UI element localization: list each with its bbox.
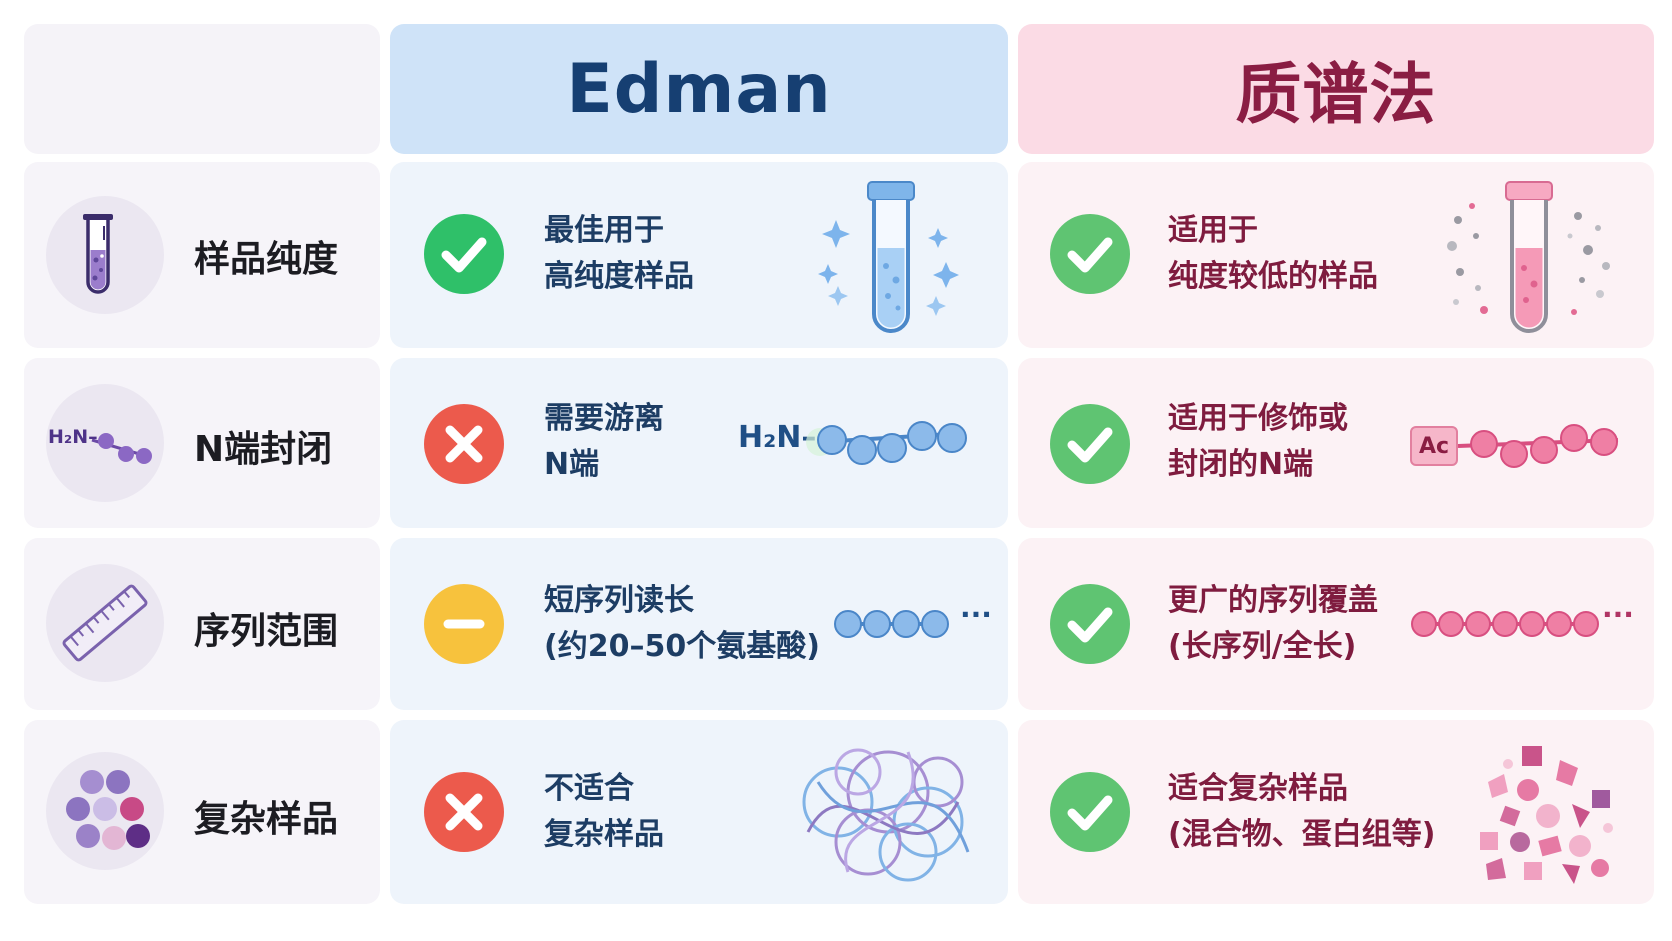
edman-title: Edman — [566, 49, 832, 129]
continuation-dots: ··· — [960, 598, 992, 631]
test-tube-icon — [46, 196, 164, 314]
tangled-mixture-illustration — [802, 748, 970, 882]
category-label-n-terminus: N端封闭 — [194, 429, 333, 470]
edman-desc-sequence-range: 短序列读长 (约20–50个氨基酸) — [544, 583, 820, 664]
free-n-terminus-label: H₂N– — [738, 420, 817, 455]
peptide-chain-icon: H₂N– — [46, 384, 164, 502]
mixed-fragments-illustration — [1480, 746, 1613, 884]
edman-cell-purity: 最佳用于 高纯度样品 — [390, 162, 1008, 348]
check-icon — [1050, 214, 1130, 294]
ms-desc-n-terminus: 适用于修饰或 封闭的N端 — [1168, 401, 1348, 482]
long-chain-illustration — [1411, 611, 1599, 637]
category-cell-n-terminus: H₂N– N端封闭 — [24, 358, 380, 528]
edman-cell-sequence-range: 短序列读长 (约20–50个氨基酸) ··· — [390, 538, 1008, 710]
ruler-icon — [46, 564, 164, 682]
mass-spec-header: 质谱法 — [1018, 24, 1654, 154]
ms-cell-complex-samples: 适合复杂样品 (混合物、蛋白组等) — [1018, 720, 1654, 904]
ms-cell-sequence-range: 更广的序列覆盖 (长序列/全长) ··· — [1018, 538, 1654, 710]
continuation-dots: ··· — [1602, 598, 1634, 631]
cross-icon — [424, 772, 504, 852]
category-label-complex-samples: 复杂样品 — [194, 799, 339, 840]
blocked-peptide-chain-illustration — [1458, 424, 1619, 468]
edman-cell-complex-samples: 不适合 复杂样品 — [390, 720, 1008, 904]
mixture-dots-icon — [46, 752, 164, 870]
mass-spec-title: 质谱法 — [1235, 55, 1437, 133]
category-label-sequence-range: 序列范围 — [194, 611, 339, 652]
edman-header: Edman — [390, 24, 1008, 154]
check-icon — [424, 214, 504, 294]
acetyl-label: Ac — [1418, 433, 1450, 459]
edman-desc-complex-samples: 不适合 复杂样品 — [544, 771, 664, 852]
free-peptide-chain-illustration — [806, 421, 967, 465]
edman-desc-purity: 最佳用于 高纯度样品 — [544, 213, 694, 294]
ms-desc-purity: 适用于 纯度较低的样品 — [1168, 213, 1378, 294]
category-cell-purity: 样品纯度 — [24, 162, 380, 348]
partial-icon — [424, 584, 504, 664]
ms-cell-purity: 适用于 纯度较低的样品 — [1018, 162, 1654, 348]
category-cell-complex-samples: 复杂样品 — [24, 720, 380, 904]
check-icon — [1050, 772, 1130, 852]
ms-desc-sequence-range: 更广的序列覆盖 (长序列/全长) — [1168, 583, 1378, 664]
edman-cell-n-terminus: 需要游离 N端 H₂N– — [390, 358, 1008, 528]
category-label-purity: 样品纯度 — [194, 239, 339, 280]
impure-sample-tube-illustration — [1447, 181, 1610, 333]
pure-sample-tube-illustration — [818, 181, 959, 333]
short-chain-illustration — [834, 610, 949, 638]
ms-desc-complex-samples: 适合复杂样品 (混合物、蛋白组等) — [1168, 771, 1436, 852]
edman-desc-n-terminus: 需要游离 N端 — [544, 401, 664, 482]
h2n-label: H₂N– — [48, 426, 98, 448]
check-icon — [1050, 584, 1130, 664]
header-empty-cell — [24, 24, 380, 154]
check-icon — [1050, 404, 1130, 484]
category-cell-sequence-range: 序列范围 — [24, 538, 380, 710]
acetyl-block-tag: Ac — [1410, 426, 1458, 466]
ms-cell-n-terminus: 适用于修饰或 封闭的N端 Ac — [1018, 358, 1654, 528]
cross-icon — [424, 404, 504, 484]
